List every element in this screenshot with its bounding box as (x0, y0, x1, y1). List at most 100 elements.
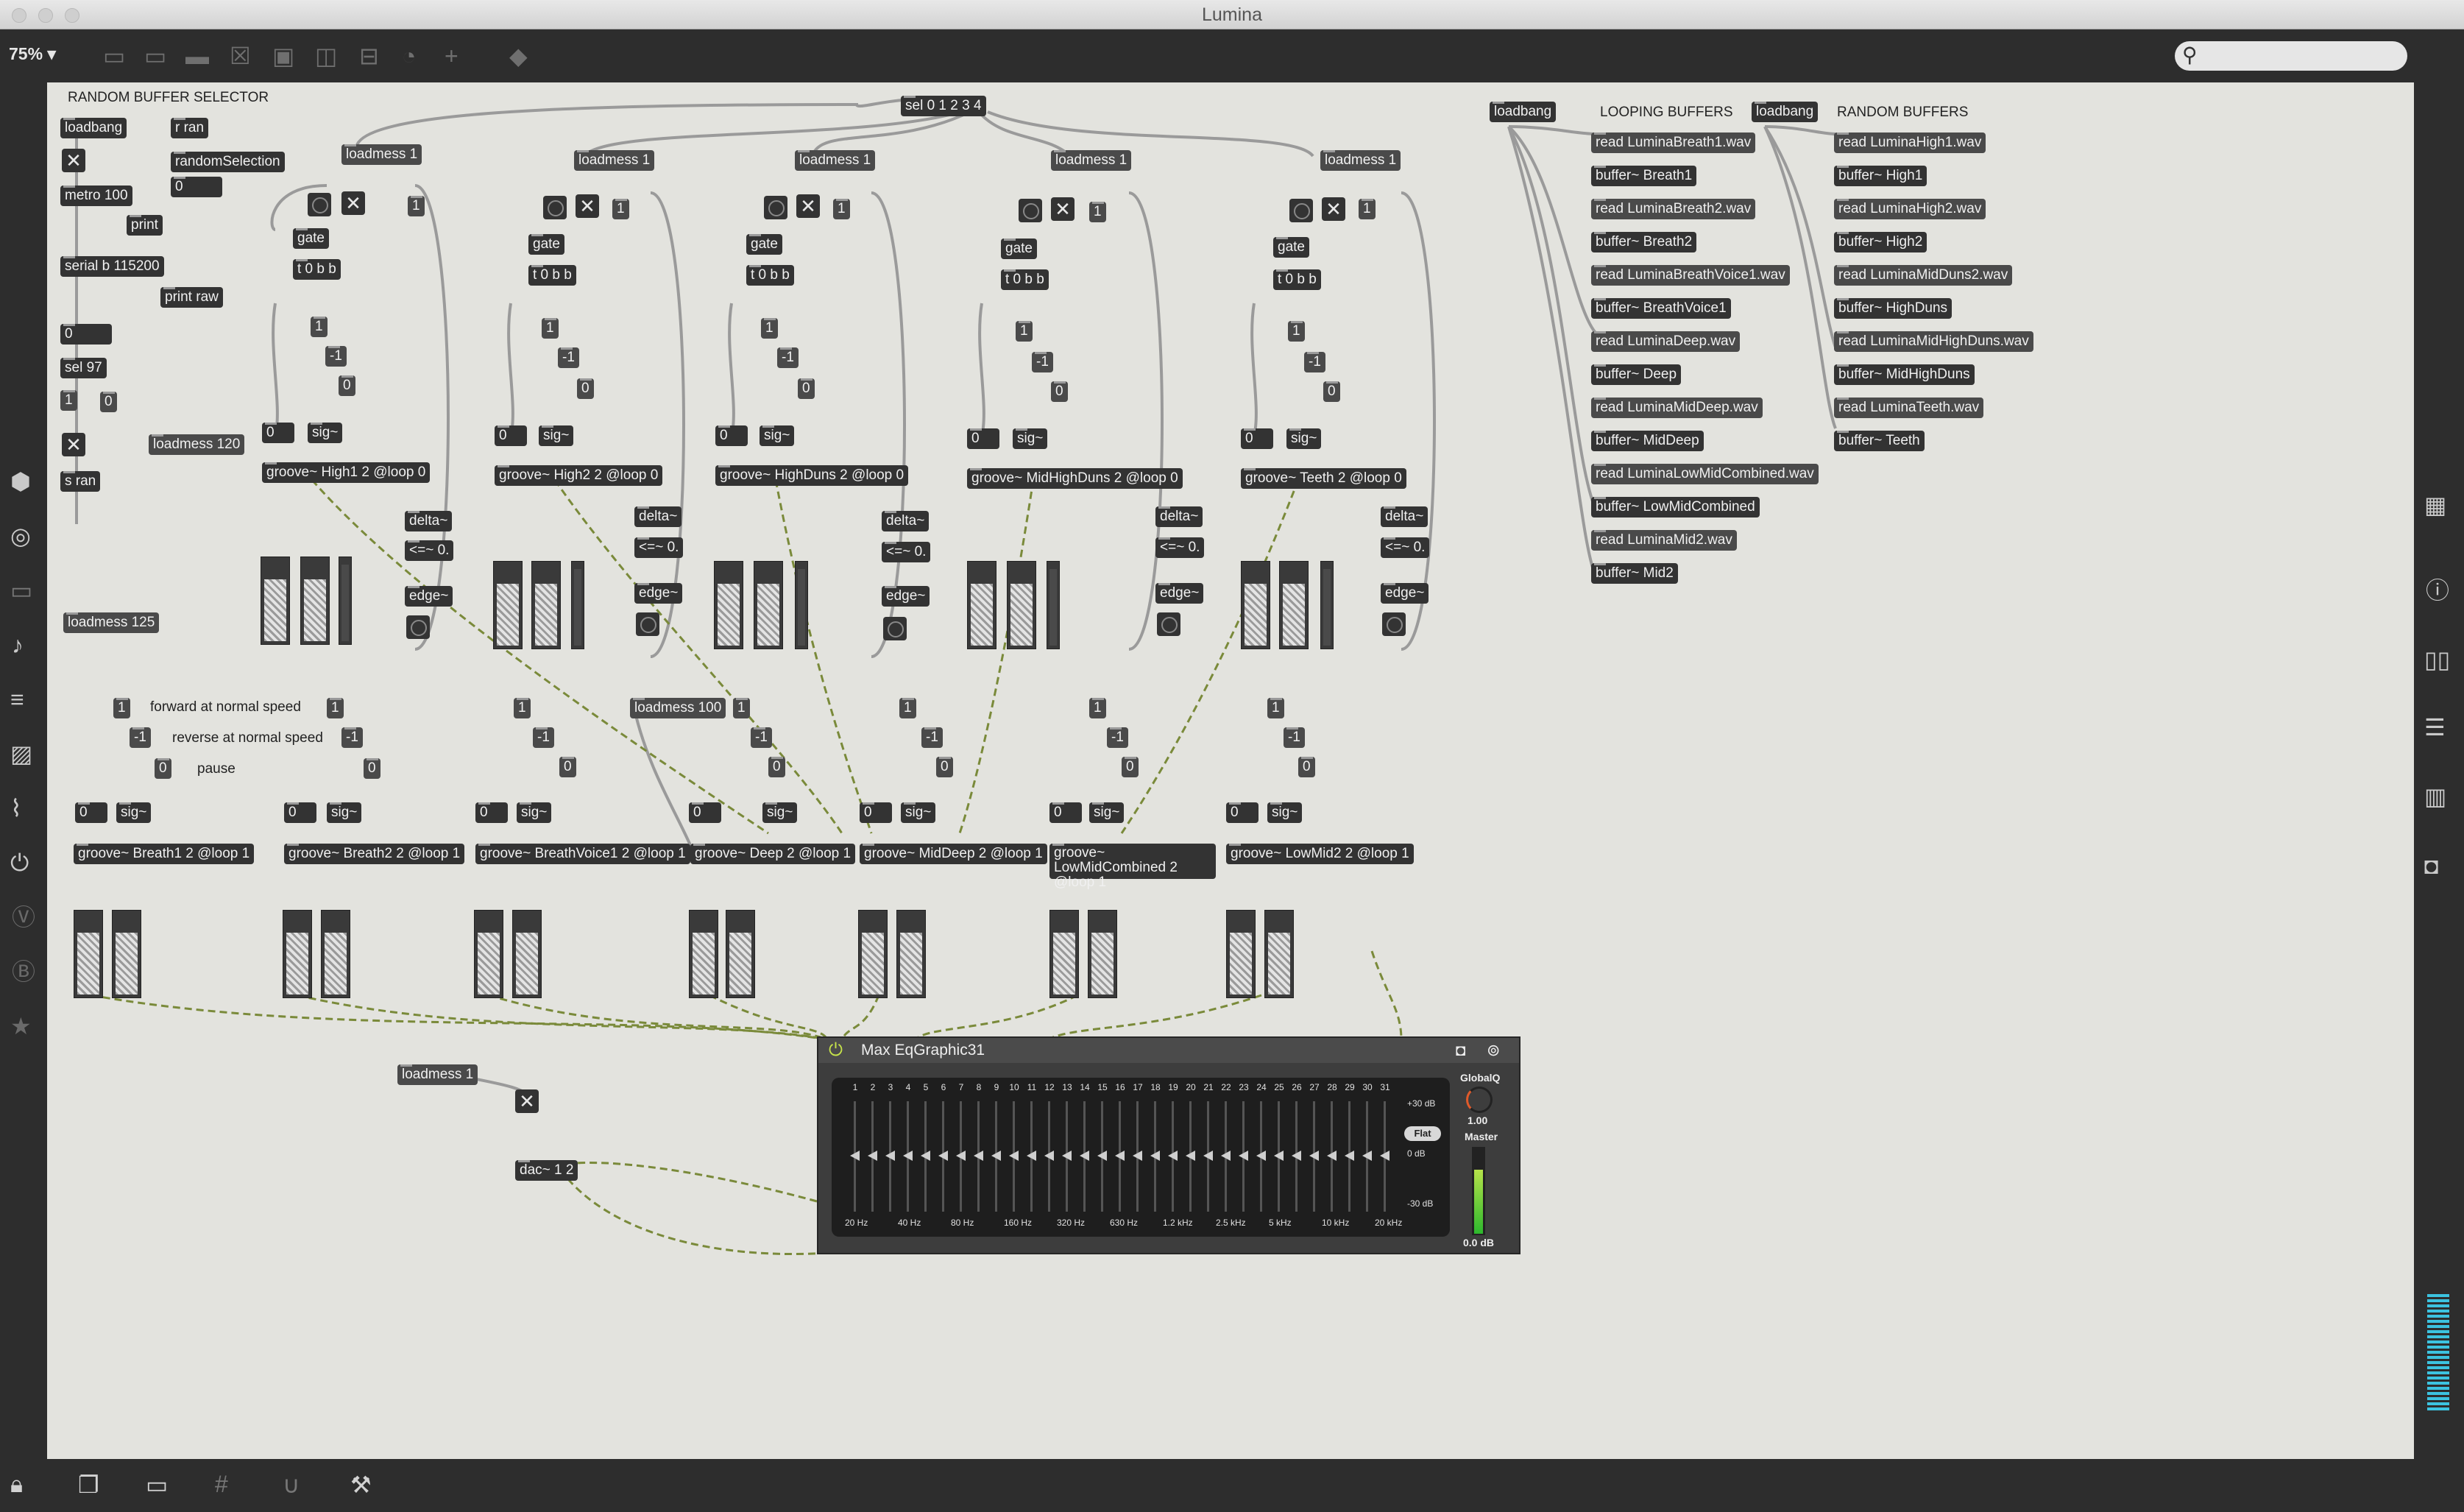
loop-sig[interactable]: sig~ (901, 802, 936, 823)
loop-sig[interactable]: sig~ (327, 802, 362, 823)
eq-band-handle[interactable] (1203, 1151, 1213, 1161)
loop-rate-neg[interactable]: -1 (1107, 727, 1128, 748)
selector-loadbang[interactable]: loadbang (60, 118, 127, 138)
loop-gain-slider[interactable] (74, 910, 103, 998)
voice-one-message[interactable]: 1 (408, 196, 425, 216)
voice-delta[interactable]: delta~ (634, 506, 682, 527)
metro-toggle[interactable]: ✕ (62, 149, 85, 172)
eq-band-slider[interactable] (1168, 1101, 1178, 1212)
random-buffers-loadbang[interactable]: loadbang (1752, 102, 1819, 122)
eq-band-handle[interactable] (1168, 1151, 1178, 1161)
grid-icon[interactable]: ⊟ (359, 43, 379, 69)
eq-band-slider[interactable] (903, 1101, 913, 1212)
serial-object[interactable]: serial b 115200 (60, 256, 164, 277)
loop-rate-zero[interactable]: 0 (1298, 757, 1315, 777)
loop-rate-neg[interactable]: -1 (921, 727, 943, 748)
eq-band-slider[interactable] (1345, 1101, 1354, 1212)
loop-groove[interactable]: groove~ Breath1 2 @loop 1 (74, 844, 255, 864)
voice-toggle[interactable]: ✕ (1322, 197, 1345, 221)
eq-band-handle[interactable] (1097, 1151, 1107, 1161)
sel-97-object[interactable]: sel 97 (60, 358, 107, 378)
eq-band-slider[interactable] (1256, 1101, 1266, 1212)
voice-end-bang[interactable] (883, 617, 907, 640)
read-message[interactable]: read LuminaMidHighDuns.wav (1834, 331, 2033, 352)
read-message[interactable]: read LuminaLowMidCombined.wav (1591, 464, 1819, 484)
voice-bang[interactable] (1289, 199, 1313, 222)
voice-rate-one[interactable]: 1 (1016, 321, 1033, 342)
b-icon[interactable]: Ⓑ (12, 958, 36, 985)
message-icon[interactable]: ▬ (185, 43, 209, 69)
voice-compare[interactable]: <=~ 0. (405, 540, 454, 561)
voice-groove[interactable]: groove~ HighDuns 2 @loop 0 (715, 465, 909, 486)
voice-rate-neg[interactable]: -1 (1032, 352, 1053, 372)
eq-band-handle[interactable] (921, 1151, 930, 1161)
voice-rate-zero[interactable]: 0 (339, 375, 355, 396)
eq-band-slider[interactable] (1027, 1101, 1036, 1212)
loop-number[interactable]: 0 (860, 802, 892, 823)
eq-band-handle[interactable] (1292, 1151, 1301, 1161)
voice-compare[interactable]: <=~ 0. (882, 542, 931, 562)
voice-loadmess[interactable]: loadmess 1 (1320, 150, 1401, 171)
read-message[interactable]: read LuminaDeep.wav (1591, 331, 1741, 352)
eq-band-handle[interactable] (1133, 1151, 1142, 1161)
voice-end-bang[interactable] (406, 615, 430, 639)
buffer-object[interactable]: buffer~ High1 (1834, 166, 1927, 186)
close-window-button[interactable] (12, 8, 26, 23)
eq-band-handle[interactable] (1115, 1151, 1125, 1161)
eq-band-handle[interactable] (1380, 1151, 1389, 1161)
loop-number[interactable]: 0 (1226, 802, 1258, 823)
random-selection-number[interactable]: 0 (171, 177, 222, 197)
eq-band-slider[interactable] (974, 1101, 983, 1212)
eq-band-handle[interactable] (974, 1151, 983, 1161)
voice-one-message[interactable]: 1 (1359, 199, 1376, 219)
voice-sig[interactable]: sig~ (1013, 428, 1048, 449)
loop-sig[interactable]: sig~ (517, 802, 552, 823)
voice-number[interactable]: 0 (262, 423, 294, 443)
voice-bang[interactable] (1019, 199, 1042, 222)
eq-band-slider[interactable] (1274, 1101, 1284, 1212)
camera-icon[interactable]: ◘ (2424, 852, 2439, 879)
eq-band-slider[interactable] (868, 1101, 877, 1212)
loop-groove[interactable]: groove~ LowMidCombined 2 @loop 1 (1049, 844, 1216, 890)
loop-number[interactable]: 0 (475, 802, 508, 823)
print-raw-object[interactable]: print raw (160, 287, 223, 308)
eq-band-slider[interactable] (1292, 1101, 1301, 1212)
eq-band-handle[interactable] (1080, 1151, 1089, 1161)
read-message[interactable]: read LuminaMid2.wav (1591, 530, 1737, 551)
loop-rate-zero[interactable]: 0 (559, 757, 576, 777)
minimize-window-button[interactable] (38, 8, 53, 23)
voice-bang[interactable] (308, 193, 331, 216)
info-icon[interactable]: ⓘ (2426, 577, 2450, 604)
looping-buffers-loadbang[interactable]: loadbang (1490, 102, 1557, 122)
eq-band-handle[interactable] (1256, 1151, 1266, 1161)
dac-object[interactable]: dac~ 1 2 (515, 1160, 578, 1181)
read-message[interactable]: read LuminaHigh2.wav (1834, 199, 1986, 219)
eq-band-slider[interactable] (1080, 1101, 1089, 1212)
voice-groove[interactable]: groove~ MidHighDuns 2 @loop 0 (967, 468, 1183, 489)
dial-icon[interactable]: ◔ (402, 43, 417, 69)
buffer-object[interactable]: buffer~ MidHighDuns (1834, 364, 1975, 385)
buffer-object[interactable]: buffer~ Mid2 (1591, 563, 1678, 584)
voice-trigger[interactable]: t 0 b b (746, 265, 794, 286)
voice-sig[interactable]: sig~ (308, 423, 343, 443)
loop-rate-neg[interactable]: -1 (341, 727, 363, 748)
voice-one-message[interactable]: 1 (833, 199, 850, 219)
eq-band-handle[interactable] (1309, 1151, 1319, 1161)
buffer-object[interactable]: buffer~ BreathVoice1 (1591, 298, 1731, 319)
voice-edge[interactable]: edge~ (634, 583, 683, 604)
buffer-object[interactable]: buffer~ Breath2 (1591, 232, 1697, 252)
loop-gain-slider[interactable] (726, 910, 755, 998)
voice-one-message[interactable]: 1 (612, 199, 629, 219)
voice-trigger[interactable]: t 0 b b (1001, 269, 1049, 290)
voice-loadmess[interactable]: loadmess 1 (341, 144, 422, 165)
voice-rate-neg[interactable]: -1 (558, 347, 579, 368)
voice-gain-slider[interactable] (531, 561, 561, 649)
book-icon[interactable]: ▯▯ (2424, 646, 2451, 673)
eq-band-slider[interactable] (1062, 1101, 1072, 1212)
loop-groove[interactable]: groove~ MidDeep 2 @loop 1 (860, 844, 1047, 864)
eq-band-handle[interactable] (1062, 1151, 1072, 1161)
voice-toggle[interactable]: ✕ (576, 194, 599, 218)
plug-icon[interactable]: ⏻ (10, 849, 29, 876)
loop-number[interactable]: 0 (689, 802, 721, 823)
random-selection-object[interactable]: randomSelection (171, 152, 285, 172)
